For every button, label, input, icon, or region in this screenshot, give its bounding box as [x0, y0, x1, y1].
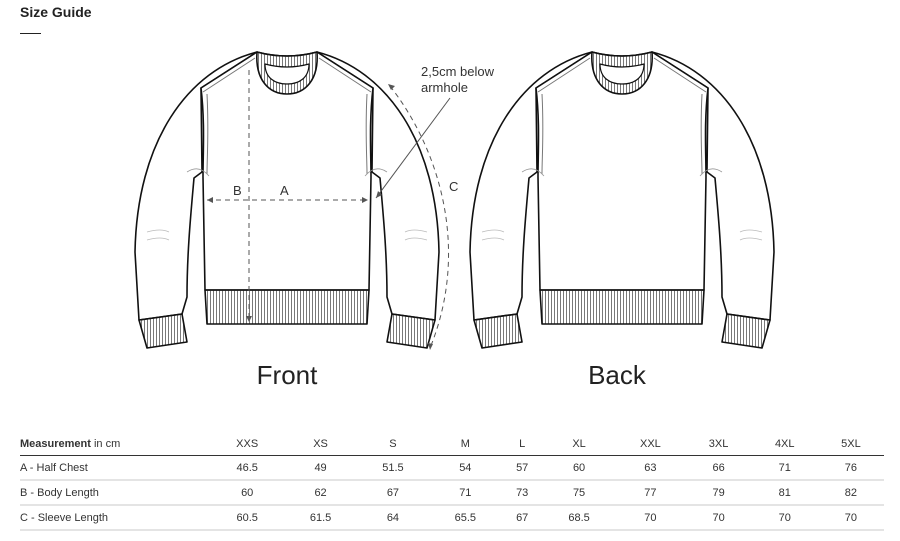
- cell-value: 62: [314, 486, 327, 499]
- table-row: A - Half Chest 46.5 49 51.5 54 57 60 63 66 71 76: [20, 456, 884, 480]
- size-l: L: [519, 437, 526, 450]
- size-xxl: XXL: [639, 437, 661, 450]
- page-title: Size Guide: [20, 4, 92, 20]
- cell-value: 54: [459, 461, 472, 474]
- cell-value: 75: [572, 486, 586, 499]
- size-m: M: [460, 437, 470, 450]
- cell-value: 49: [314, 461, 327, 474]
- size-s: S: [389, 437, 397, 450]
- cell-value: 71: [778, 461, 791, 474]
- cell-value: 81: [778, 486, 791, 499]
- armhole-note: 2,5cm below armhole: [421, 64, 494, 95]
- size-3xl: 3XL: [708, 437, 729, 450]
- back-sweatshirt-drawing: [469, 51, 775, 349]
- table-row: C - Sleeve Length 60.5 61.5 64 65.5 67 68.5 70 7…: [20, 505, 884, 530]
- cell-value: 60: [241, 486, 254, 499]
- cell-value: 51.5: [382, 461, 404, 474]
- armhole-leader-line: [375, 97, 451, 199]
- cell-value: 70: [778, 511, 791, 524]
- cell-value: 60.5: [236, 511, 258, 524]
- marker-b: B: [233, 183, 242, 198]
- cell-value: 66: [712, 461, 725, 474]
- cell-value: 71: [459, 486, 472, 499]
- cell-value: 76: [844, 461, 858, 474]
- marker-c: C: [449, 179, 459, 194]
- cell-value: 60: [572, 461, 586, 474]
- cell-value: 67: [516, 511, 529, 524]
- back-label: Back: [588, 360, 646, 390]
- size-xs: XS: [313, 437, 328, 450]
- cell-value: 61.5: [309, 511, 332, 524]
- size-xxs: XXS: [236, 437, 259, 450]
- sleeve-length-arc: [389, 85, 450, 349]
- cell-value: 68.5: [568, 511, 590, 524]
- size-4xl: 4XL: [774, 437, 795, 450]
- cell-value: 82: [844, 486, 858, 499]
- sweatshirt-illustration: [134, 51, 775, 350]
- cell-value: 70: [712, 511, 725, 524]
- size-xl: XL: [572, 437, 586, 450]
- measurement-header: Measurement in cm: [20, 437, 121, 450]
- size-5xl: 5XL: [841, 437, 861, 450]
- cell-value: 70: [844, 511, 858, 524]
- row-label: A - Half Chest: [20, 461, 88, 474]
- title-underline: [20, 33, 41, 34]
- row-label: C - Sleeve Length: [20, 511, 109, 524]
- cell-value: 64: [386, 511, 400, 524]
- cell-value: 57: [516, 461, 529, 474]
- cell-value: 65.5: [454, 511, 477, 524]
- marker-a: A: [280, 183, 289, 198]
- cell-value: 63: [644, 461, 657, 474]
- table-row: B - Body Length 60 62 67 71 73 75 77 79 81 82: [20, 480, 884, 505]
- cell-value: 46.5: [236, 461, 258, 474]
- row-label: B - Body Length: [20, 486, 99, 499]
- front-label: Front: [256, 360, 318, 390]
- cell-value: 73: [516, 486, 529, 499]
- size-header-row: Measurement in cm XXS XS S M L XL XXL 3X…: [20, 432, 884, 456]
- cell-value: 67: [386, 486, 400, 499]
- cell-value: 79: [712, 486, 725, 499]
- cell-value: 77: [644, 486, 657, 499]
- front-sweatshirt-drawing: [134, 51, 440, 349]
- size-table: Measurement in cm XXS XS S M L XL XXL 3X…: [20, 432, 884, 531]
- cell-value: 70: [644, 511, 657, 524]
